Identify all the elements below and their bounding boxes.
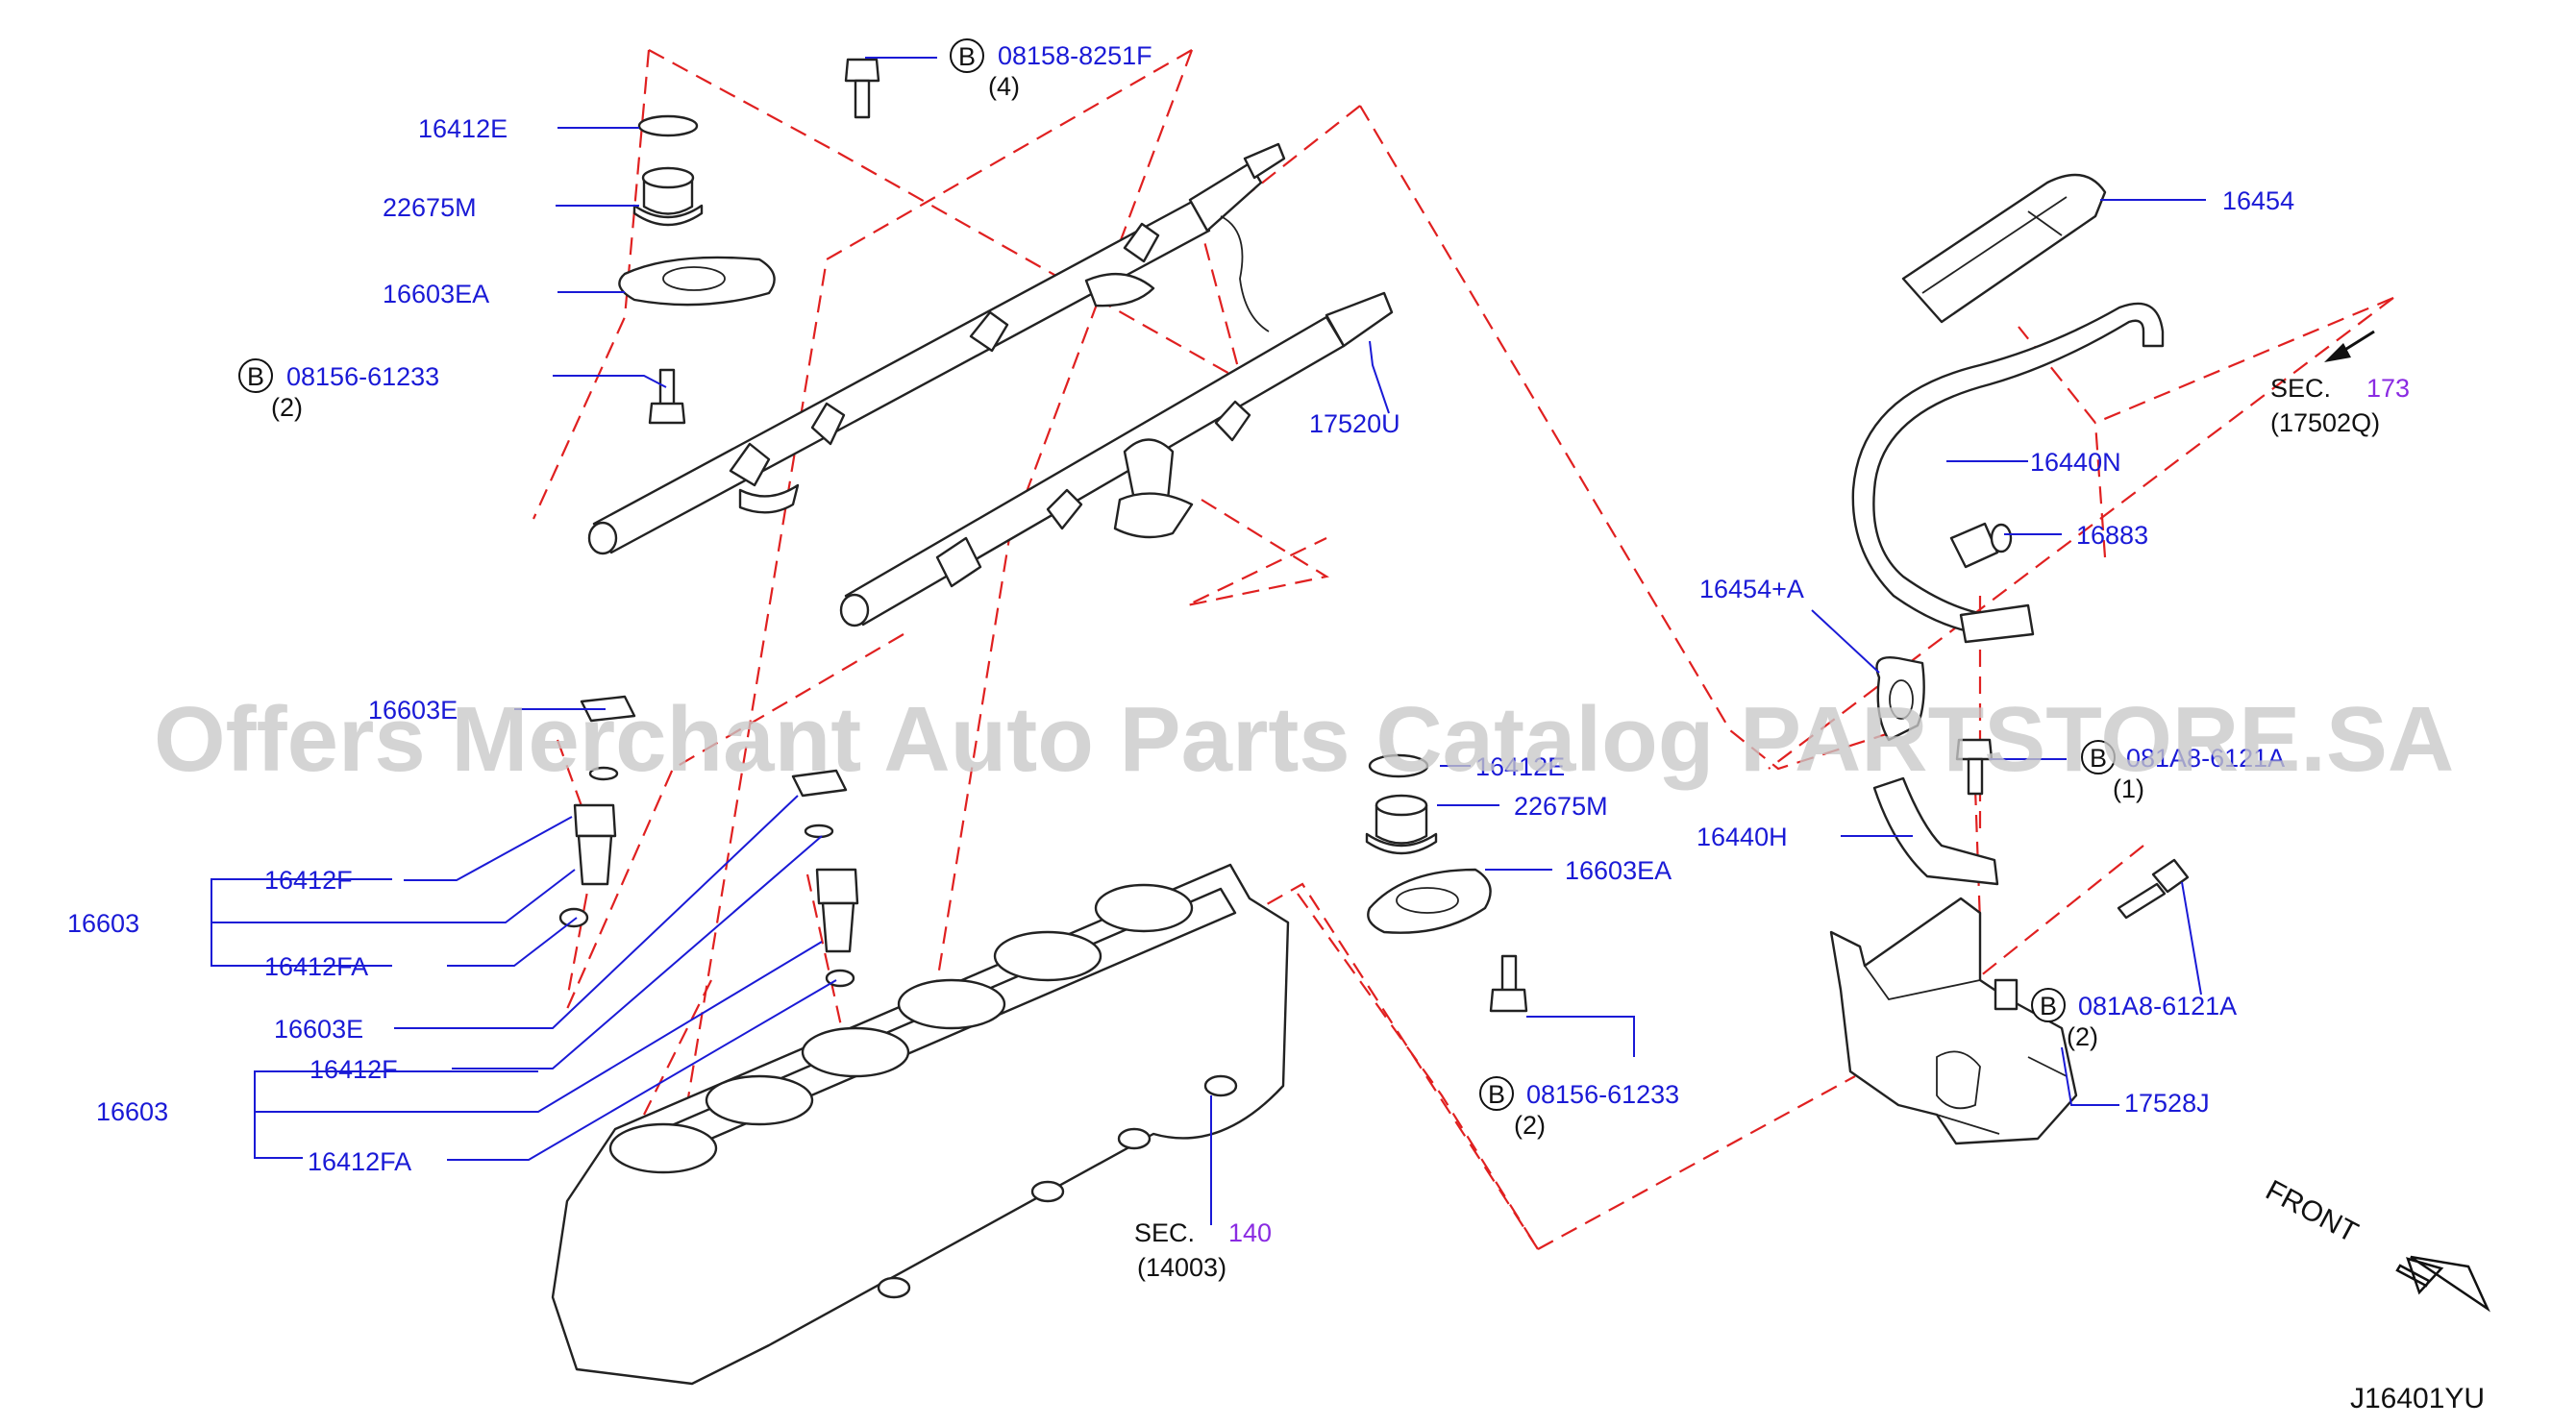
bracket-17528J bbox=[1829, 897, 2078, 1145]
o-ring-16412E-top bbox=[637, 114, 699, 137]
leader-lines bbox=[211, 57, 2206, 1225]
fuel-damper-22675M-top bbox=[632, 166, 704, 227]
bolt-08156-low bbox=[1489, 954, 1528, 1013]
label-16603-a[interactable]: 16603 bbox=[67, 909, 139, 938]
sec-140-number[interactable]: 140 bbox=[1228, 1218, 1272, 1247]
sec-140-prefix: SEC. bbox=[1134, 1218, 1195, 1247]
label-16603E-left[interactable]: 16603E bbox=[368, 696, 458, 725]
bolt-08158-top bbox=[844, 58, 880, 119]
sec-173-prefix: SEC. bbox=[2270, 374, 2331, 403]
marker-b-08156-top bbox=[238, 358, 273, 393]
label-081A8-top[interactable]: 081A8-6121A bbox=[2126, 744, 2285, 773]
bracket-16440H bbox=[1872, 776, 1999, 886]
label-17528J[interactable]: 17528J bbox=[2124, 1089, 2210, 1118]
label-16412FA-a[interactable]: 16412FA bbox=[264, 952, 368, 981]
gasket-16603EA-mid bbox=[1367, 868, 1492, 934]
label-16440H[interactable]: 16440H bbox=[1697, 823, 1788, 851]
marker-b-letter-08156-low: B bbox=[1488, 1080, 1505, 1109]
label-16412F-b[interactable]: 16412F bbox=[310, 1055, 398, 1084]
qty-08158: (4) bbox=[988, 72, 1020, 101]
return-pipe bbox=[1220, 215, 1270, 332]
label-16454[interactable]: 16454 bbox=[2222, 186, 2294, 215]
marker-b-08158 bbox=[950, 38, 984, 73]
qty-08156-low: (2) bbox=[1514, 1111, 1546, 1140]
marker-b-081A8-top bbox=[2081, 740, 2116, 774]
marker-b-letter-081A8-low: B bbox=[2040, 992, 2057, 1020]
diagram-id: J16401YU bbox=[2350, 1383, 2485, 1414]
label-08158[interactable]: 08158-8251F bbox=[998, 41, 1152, 70]
clip-16883 bbox=[1949, 522, 2013, 569]
sec-140-ref: (14003) bbox=[1137, 1253, 1226, 1282]
fuel-hose-16454 bbox=[1901, 173, 2107, 324]
sec-173-ref: (17502Q) bbox=[2270, 408, 2380, 437]
fuel-tube-16440N bbox=[1851, 302, 2165, 644]
label-16883[interactable]: 16883 bbox=[2076, 521, 2148, 550]
marker-b-081A8-low bbox=[2031, 988, 2066, 1022]
bolt-08156-top bbox=[648, 368, 686, 425]
label-08156-low[interactable]: 08156-61233 bbox=[1526, 1080, 1679, 1109]
watermark-text: Offers Merchant Auto Parts Catalog PARTS… bbox=[154, 688, 2454, 791]
part-labels: 16412E 22675M 16603EA B 08156-61233 (2) … bbox=[67, 38, 2410, 1282]
sec-173-number[interactable]: 173 bbox=[2366, 374, 2410, 403]
front-arrow-icon bbox=[2395, 1255, 2490, 1313]
qty-081A8-top: (1) bbox=[2113, 774, 2144, 803]
qty-081A8-low: (2) bbox=[2067, 1022, 2098, 1051]
sec-173-arrow-icon bbox=[2324, 330, 2375, 362]
label-16412FA-b[interactable]: 16412FA bbox=[308, 1147, 411, 1176]
clamp-16454A bbox=[1875, 656, 1925, 742]
marker-b-letter-08158: B bbox=[958, 42, 976, 71]
qty-08156-top: (2) bbox=[271, 393, 303, 422]
label-16603E-mid[interactable]: 16603E bbox=[274, 1015, 363, 1044]
fuel-damper-22675M-mid bbox=[1365, 794, 1438, 855]
o-ring-16412E-mid bbox=[1368, 753, 1429, 778]
marker-b-08156-low bbox=[1479, 1076, 1514, 1111]
label-16454A[interactable]: 16454+A bbox=[1699, 575, 1804, 603]
gasket-16603EA-top bbox=[618, 256, 776, 307]
marker-b-letter-081A8-top: B bbox=[2090, 744, 2107, 773]
label-16412F-a[interactable]: 16412F bbox=[264, 866, 353, 895]
fuel-rail-lower bbox=[839, 291, 1394, 627]
front-label: FRONT bbox=[2261, 1174, 2364, 1249]
fuel-rail-upper bbox=[587, 142, 1286, 555]
label-17520U[interactable]: 17520U bbox=[1309, 409, 1400, 438]
intake-manifold bbox=[551, 863, 1290, 1386]
label-16412E-mid[interactable]: 16412E bbox=[1475, 752, 1565, 781]
injector-mid bbox=[791, 769, 859, 988]
bolt-081A8-low bbox=[2117, 858, 2190, 920]
label-16603EA-mid[interactable]: 16603EA bbox=[1565, 856, 1672, 885]
label-16412E-top[interactable]: 16412E bbox=[418, 114, 508, 143]
injector-left bbox=[558, 695, 636, 928]
marker-b-letter-top-left: B bbox=[247, 362, 264, 391]
label-16603-b[interactable]: 16603 bbox=[96, 1097, 168, 1126]
label-08156-top[interactable]: 08156-61233 bbox=[286, 362, 439, 391]
label-16603EA-top[interactable]: 16603EA bbox=[383, 280, 489, 308]
label-081A8-low[interactable]: 081A8-6121A bbox=[2078, 992, 2237, 1020]
label-22675M-mid[interactable]: 22675M bbox=[1514, 792, 1608, 821]
label-16440N[interactable]: 16440N bbox=[2030, 448, 2121, 477]
label-22675M-top[interactable]: 22675M bbox=[383, 193, 477, 222]
